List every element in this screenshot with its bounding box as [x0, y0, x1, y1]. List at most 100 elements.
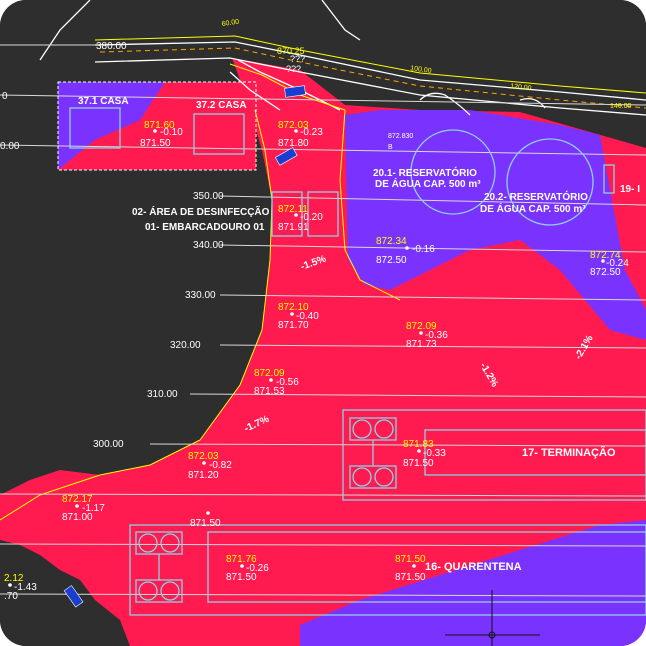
svg-text:-0.16: -0.16	[412, 244, 435, 255]
spot-p12: 872.17 -1.17 871.00	[62, 494, 105, 523]
svg-text:871.50: 871.50	[403, 458, 434, 469]
svg-text:871.20: 871.20	[188, 470, 219, 481]
grid-label-300: 300.00	[93, 439, 124, 450]
label-reservatorio-2-b: DE ÁGUA CAP. 500 m³	[480, 202, 586, 215]
label-terminacao: 17- TERMINAÇÃO	[522, 446, 616, 459]
zone-purple-reservoir	[345, 110, 646, 340]
svg-text:871.50: 871.50	[190, 518, 221, 529]
cross-marker	[445, 590, 540, 646]
svg-text:871.76: 871.76	[226, 554, 257, 565]
spot-p3: 872.830 B	[388, 133, 413, 151]
label-desinfeccao: 02- ÁREA DE DESINFECÇÃO	[132, 205, 270, 218]
spot-p8: 872.09 -0.36 871.73	[406, 321, 448, 350]
svg-text:-0.36: -0.36	[425, 330, 448, 341]
casa-buildings	[69, 107, 245, 155]
grid-label-cut-a: 0	[2, 91, 8, 102]
svg-text:872.74: 872.74	[590, 250, 621, 261]
road-label-q1: ???	[290, 54, 305, 64]
area-19-building	[603, 164, 615, 194]
grid-label-320: 320.00	[170, 340, 201, 351]
svg-text:B: B	[388, 144, 393, 151]
svg-text:871.00: 871.00	[62, 512, 93, 523]
casa-2-building	[193, 113, 245, 155]
grid-label-cut-b: 0.00	[0, 141, 20, 152]
svg-text:-1.43: -1.43	[14, 582, 37, 593]
spot-p15: 871.50 871.50	[395, 554, 426, 583]
svg-text:871.83: 871.83	[403, 439, 434, 450]
road-label-870: 870.25	[277, 46, 305, 56]
grid-label-380: 380.00	[96, 41, 127, 52]
svg-text:-0.23: -0.23	[300, 127, 323, 138]
svg-text:872.03: 872.03	[188, 451, 219, 462]
svg-text:871.70: 871.70	[278, 320, 309, 331]
svg-text:-0.33: -0.33	[423, 448, 446, 459]
svg-text:871.91: 871.91	[278, 222, 309, 233]
grid-label-cut-d: .70	[4, 591, 18, 602]
svg-text:871.60: 871.60	[144, 120, 175, 131]
spot-p2: 872.03 -0.23 871.80	[278, 120, 323, 149]
grid-label-340: 340.00	[193, 240, 224, 251]
svg-text:-1.17: -1.17	[82, 503, 105, 514]
svg-text:871.80: 871.80	[278, 138, 309, 149]
svg-text:872.17: 872.17	[62, 494, 93, 505]
svg-text:872.34: 872.34	[376, 236, 407, 247]
svg-text:-0.10: -0.10	[160, 127, 183, 138]
svg-text:-0.82: -0.82	[209, 460, 232, 471]
road-labels: 870.25 ??? ??? 100.00 120.00 140.00 60.0…	[221, 19, 631, 110]
road-dashes	[99, 47, 646, 109]
blue-markers	[63, 85, 306, 608]
grid-label-cut-c: 2.12	[4, 573, 24, 584]
grid-lines	[0, 44, 646, 597]
svg-text:872.11: 872.11	[278, 204, 308, 215]
svg-text:-0.40: -0.40	[296, 311, 319, 322]
spot-p4: 872.11 -0.20 871.91	[278, 204, 323, 233]
reservoir-2-circle	[506, 138, 594, 226]
label-embarcadouro: 01- EMBARCADOURO 01	[145, 222, 265, 233]
road-label-60: 60.00	[221, 19, 239, 28]
reservoir-1-circle	[410, 129, 496, 215]
label-quarentena: 16- QUARENTENA	[425, 561, 522, 573]
spot-p1: 871.60 -0.10 871.50	[140, 120, 183, 149]
spot-points: 871.60 -0.10 871.50 872.03 -0.23 871.80 …	[8, 120, 629, 593]
casa-1-building	[69, 107, 121, 149]
grid-label-310: 310.00	[147, 389, 178, 400]
svg-text:872.10: 872.10	[278, 302, 309, 313]
grid-labels: 380.00 350.00 340.00 330.00 320.00 310.0…	[0, 41, 224, 602]
casa-block-outline	[57, 81, 257, 171]
svg-text:-0.24: -0.24	[606, 258, 629, 269]
label-reservatorio-1-a: 20.1- RESERVATÓRIO	[373, 166, 477, 179]
svg-text:-0.20: -0.20	[300, 212, 323, 223]
spot-p9: 872.09 -0.56 871.53	[254, 368, 299, 397]
svg-text:-0.56: -0.56	[276, 377, 299, 388]
spot-p6: 872.74 -0.24 872.50	[590, 250, 629, 278]
label-reservatorio-1-b: DE ÁGUA CAP. 500 m³	[375, 177, 481, 190]
spot-p11: 872.03 -0.82 871.20	[188, 451, 232, 481]
road-label-q2: ???	[286, 64, 301, 74]
svg-text:871.50: 871.50	[395, 554, 426, 565]
svg-text:871.73: 871.73	[406, 339, 437, 350]
label-casa-2: 37.2 CASA	[196, 100, 247, 111]
svg-text:872.830: 872.830	[388, 133, 413, 140]
svg-text:871.53: 871.53	[254, 386, 285, 397]
label-area-19: 19- I	[620, 184, 640, 195]
spot-p7: 872.10 -0.40 871.70	[278, 302, 319, 331]
svg-text:872.50: 872.50	[376, 255, 407, 266]
spot-p16: -1.43	[8, 582, 37, 593]
svg-text:-0.26: -0.26	[246, 563, 269, 574]
spot-p10: 871.83 -0.33 871.50	[403, 439, 446, 469]
terminacao-buildings	[342, 409, 646, 501]
svg-text:872.09: 872.09	[254, 368, 285, 379]
quarentena-buildings	[129, 524, 646, 616]
grid-label-350: 350.00	[193, 191, 224, 202]
spot-p14: 871.76 -0.26 871.50	[226, 554, 269, 583]
desinfeccao-buildings	[271, 191, 339, 237]
road-shoulder	[0, 35, 646, 521]
spot-p5: 872.34 -0.16 872.50	[376, 236, 435, 266]
label-casa-1: 37.1 CASA	[78, 96, 129, 107]
road-label-140: 140.00	[610, 103, 632, 110]
road-label-100: 100.00	[410, 65, 432, 75]
road-label-120: 120.00	[510, 83, 532, 92]
reservoirs	[410, 129, 615, 226]
